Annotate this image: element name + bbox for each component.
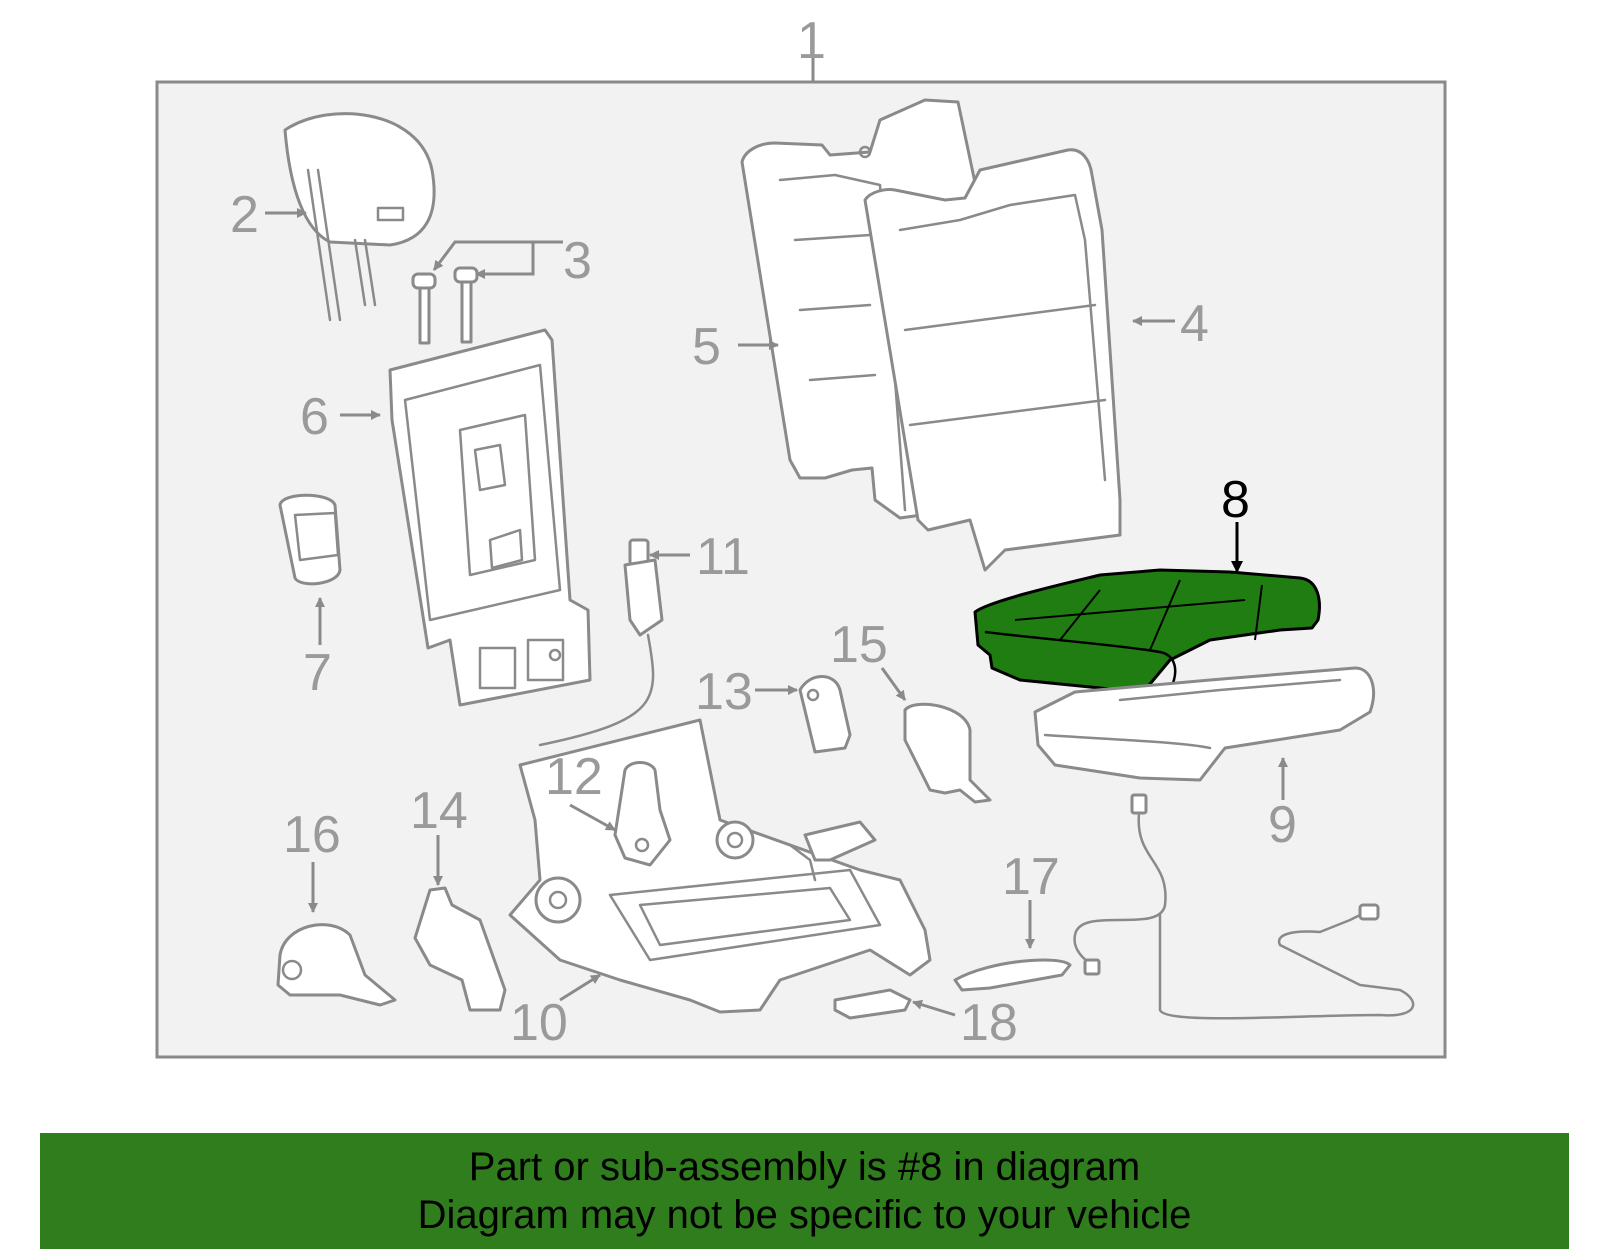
callout-6: 6: [300, 388, 329, 446]
callout-16: 16: [283, 806, 341, 864]
callout-1: 1: [797, 12, 826, 70]
side-bracket-part: [413, 886, 507, 1012]
banner-line-disclaimer: Diagram may not be specific to your vehi…: [417, 1193, 1192, 1237]
callout-18: 18: [960, 994, 1018, 1052]
callout-3: 3: [563, 232, 592, 290]
bezel-part: [278, 493, 342, 586]
headrest-part: [283, 112, 436, 322]
seatback-trim-part: [863, 148, 1122, 572]
callout-13: 13: [695, 663, 753, 721]
callout-9: 9: [1268, 796, 1297, 854]
callout-4: 4: [1180, 295, 1209, 353]
recliner-motor-part: [538, 538, 664, 747]
buckle-part: [788, 820, 877, 882]
callout-2: 2: [230, 186, 259, 244]
callout-10: 10: [510, 994, 568, 1052]
seat-motor-part: [613, 761, 672, 867]
callout-12: 12: [545, 748, 603, 806]
callout-14: 14: [410, 782, 468, 840]
seat-cushion-cover-part: [973, 568, 1321, 692]
recliner-cover-part: [903, 702, 992, 804]
filler-pad-part: [833, 988, 912, 1020]
info-banner: Part or sub-assembly is #8 in diagram Di…: [40, 1133, 1569, 1249]
callout-5: 5: [692, 318, 721, 376]
callout-8: 8: [1221, 471, 1250, 529]
callout-17: 17: [1002, 848, 1060, 906]
banner-line-part-number: Part or sub-assembly is #8 in diagram: [468, 1145, 1141, 1189]
callout-7: 7: [303, 644, 332, 702]
callout-11: 11: [696, 528, 750, 586]
headrest-guide-part: [411, 266, 479, 345]
wiring-harness-part: [1073, 793, 1415, 1020]
spacer-pad-part: [953, 958, 1072, 992]
hinge-cover-part: [276, 923, 397, 1007]
seat-frame-part: [508, 718, 932, 1014]
side-cover-part: [798, 675, 852, 754]
callout-15: 15: [830, 616, 888, 674]
seatback-frame-part: [388, 328, 592, 707]
seat-cushion-pad-part: [1033, 666, 1375, 782]
